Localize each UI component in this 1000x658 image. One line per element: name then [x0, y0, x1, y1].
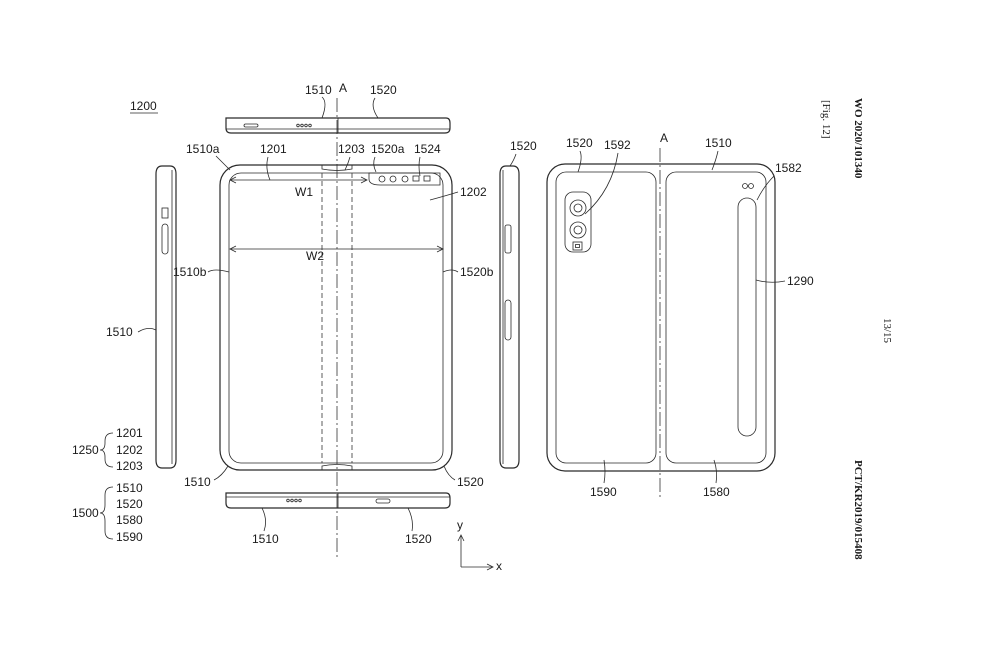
- label-1520a: 1520a: [371, 142, 405, 156]
- leader-1510a: [215, 155, 231, 171]
- speaker-grille-icon: [286, 498, 302, 503]
- axis-a-back-label: A: [660, 131, 668, 145]
- flash-icon: [572, 241, 583, 251]
- leader-1520a: [373, 156, 377, 173]
- label-1202: 1202: [460, 185, 487, 199]
- device-label: 1200: [130, 99, 157, 113]
- leader-bottom-left-1510: [213, 465, 229, 481]
- w2-arrow-right: [436, 245, 444, 253]
- label-bottom-1510: 1510: [252, 532, 279, 546]
- leader-top-1520: [372, 97, 379, 119]
- w1-arrow-left: [229, 176, 237, 184]
- leader-left-side-1510: [137, 328, 157, 333]
- leader-1524: [418, 156, 421, 177]
- label-bottom-right-1520: 1520: [457, 475, 484, 489]
- leader-back-1590: [603, 459, 606, 484]
- cover-strip: [737, 197, 757, 437]
- leader-1201: [266, 156, 271, 181]
- legend-1500-item: 1510: [116, 481, 143, 495]
- leader-back-1582: [756, 175, 775, 201]
- camera-module: [564, 191, 592, 253]
- right-side-view: [499, 165, 520, 469]
- leader-back-1580: [713, 459, 718, 484]
- legend-group-1500: 1500 1510 1520 1580 1590: [72, 481, 143, 544]
- label-bottom-1520: 1520: [405, 532, 432, 546]
- leader-bottom-1520: [407, 507, 413, 532]
- label-bottom-left-1510: 1510: [184, 475, 211, 489]
- usb-port-icon: [375, 498, 391, 504]
- legend-group-1250: 1250 1201 1202 1203: [72, 426, 143, 473]
- legend-1250-item: 1203: [116, 459, 143, 473]
- top-edge-view: [225, 117, 451, 134]
- axis-a-label: A: [339, 81, 347, 95]
- leader-back-1510: [711, 150, 719, 171]
- leader-1510b: [207, 269, 230, 273]
- label-back-1590: 1590: [590, 485, 617, 499]
- back-view: [546, 163, 776, 472]
- label-1203: 1203: [338, 142, 365, 156]
- fig-label: [Fig. 12]: [820, 100, 832, 139]
- legend-1250-label: 1250: [72, 443, 99, 457]
- label-back-1580: 1580: [703, 485, 730, 499]
- left-side-view: [155, 165, 177, 469]
- page-number: 13/15: [881, 318, 893, 344]
- leader-bottom-right-1520: [443, 465, 456, 481]
- label-back-1510: 1510: [705, 136, 732, 150]
- application-number: PCT/KR2019/015408: [852, 460, 864, 560]
- label-back-1592: 1592: [604, 138, 631, 152]
- label-back-1520: 1520: [566, 136, 593, 150]
- leader-top-1510: [321, 96, 326, 119]
- label-1510a: 1510a: [186, 142, 220, 156]
- label-w2: W2: [306, 249, 324, 263]
- label-1520b: 1520b: [460, 265, 494, 279]
- legend-1250-item: 1201: [116, 426, 143, 440]
- label-back-1290: 1290: [787, 274, 814, 288]
- front-view: [219, 164, 453, 471]
- label-back-1582: 1582: [775, 161, 802, 175]
- label-left-side-1510: 1510: [106, 325, 133, 339]
- bottom-edge-view: [225, 492, 451, 509]
- label-w1: W1: [295, 185, 313, 199]
- leader-bottom-1510: [261, 507, 266, 532]
- coordinate-axis-icon: [457, 534, 494, 571]
- label-1510b: 1510b: [173, 265, 207, 279]
- leader-back-1520: [577, 150, 582, 173]
- label-top-1520: 1520: [370, 83, 397, 97]
- label-right-side-1520: 1520: [510, 139, 537, 153]
- leader-1203: [344, 156, 351, 171]
- sensor-icon: [748, 183, 754, 189]
- camera-lens-icon: [569, 221, 587, 239]
- sensor-icon: [742, 183, 748, 189]
- leader-1520b: [442, 269, 459, 273]
- label-top-1510: 1510: [305, 83, 332, 97]
- axis-x-label: x: [496, 559, 502, 573]
- legend-1500-item: 1580: [116, 513, 143, 527]
- w2-arrow-left: [229, 245, 237, 253]
- leader-back-1592: [584, 152, 619, 215]
- w1-arrow-right: [360, 176, 368, 184]
- leader-right-side-1520: [509, 153, 517, 167]
- legend-1500-item: 1590: [116, 530, 143, 544]
- speaker-grille-icon: [296, 123, 312, 128]
- publication-number: WO 2020/101340: [852, 98, 864, 179]
- leader-back-1290: [755, 279, 786, 283]
- legend-1500-label: 1500: [72, 506, 99, 520]
- leader-1202: [429, 191, 459, 201]
- legend-1250-item: 1202: [116, 443, 143, 457]
- label-1201: 1201: [260, 142, 287, 156]
- axis-y-label: y: [457, 518, 463, 532]
- camera-lens-icon: [569, 199, 587, 217]
- legend-1500-item: 1520: [116, 497, 143, 511]
- label-1524: 1524: [414, 142, 441, 156]
